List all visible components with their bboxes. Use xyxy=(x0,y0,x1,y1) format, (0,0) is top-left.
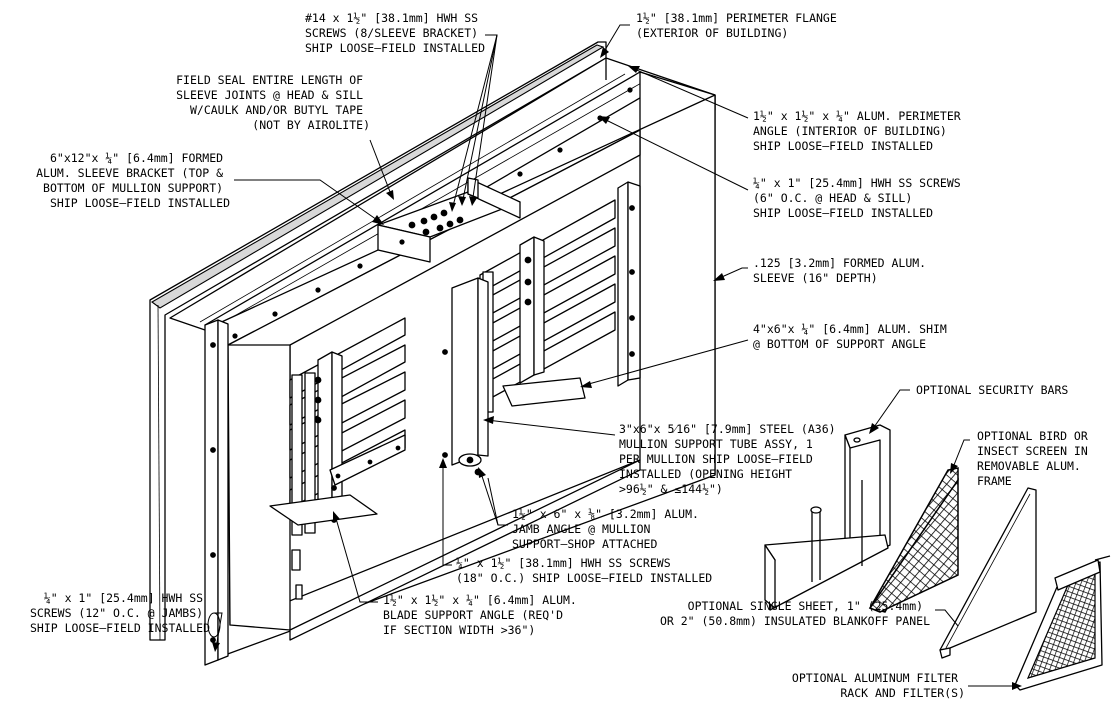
callout-c14: ¼" x 1" [25.4mm] HWH SS SCREWS (12" O.C.… xyxy=(30,591,210,635)
callout-line: IF SECTION WIDTH >36") xyxy=(383,623,535,637)
callout-line: 1½" x 6" x ⅛" [3.2mm] ALUM. xyxy=(512,507,699,521)
callout-line: REMOVABLE ALUM. xyxy=(977,459,1081,473)
callout-line: 1½" x 1½" x ¼" [6.4mm] ALUM. xyxy=(383,593,577,607)
callout-line: SLEEVE (16" DEPTH) xyxy=(753,271,878,285)
callout-c7: .125 [3.2mm] FORMED ALUM. SLEEVE (16" DE… xyxy=(753,256,933,285)
callout-line: PER MULLION SHIP LOOSE–FIELD xyxy=(619,452,813,466)
callout-c2: 1½" [38.1mm] PERIMETER FLANGE (EXTERIOR … xyxy=(636,11,844,40)
jamb-angles-right xyxy=(617,181,641,387)
callout-line: INSECT SCREEN IN xyxy=(977,444,1088,458)
alum-shim-right xyxy=(502,377,586,407)
perimeter-angle-left xyxy=(204,319,229,666)
leader-lines xyxy=(207,24,1022,690)
callout-line: .125 [3.2mm] FORMED ALUM. xyxy=(753,256,926,270)
callout-line: (18" O.C.) SHIP LOOSE–FIELD INSTALLED xyxy=(456,571,712,585)
callout-c12: 1½" x 6" x ⅛" [3.2mm] ALUM. JAMB ANGLE @… xyxy=(512,507,706,551)
callout-c5: 6"x12"x ¼" [6.4mm] FORMED ALUM. SLEEVE B… xyxy=(36,151,230,210)
callout-c1: #14 x 1½" [38.1mm] HWH SS SCREWS (8/SLEE… xyxy=(305,11,485,55)
callout-line: SHIP LOOSE–FIELD INSTALLED xyxy=(753,139,933,153)
callout-line: @ BOTTOM OF SUPPORT ANGLE xyxy=(753,337,926,351)
perimeter-screws-top xyxy=(232,87,633,339)
callout-line: 6"x12"x ¼" [6.4mm] FORMED xyxy=(50,151,223,165)
callout-line: 1½" [38.1mm] PERIMETER FLANGE xyxy=(636,11,837,25)
callout-line: ¼" x 1" [25.4mm] HWH SS xyxy=(44,591,203,605)
callout-c6: ¼" x 1" [25.4mm] HWH SS SCREWS (6" O.C. … xyxy=(753,176,968,220)
callout-line: BOTTOM OF MULLION SUPPORT) xyxy=(43,181,223,195)
callout-line: SHIP LOOSE–FIELD INSTALLED xyxy=(30,621,210,635)
mullion-support-tube xyxy=(442,277,489,476)
perimeter-flange xyxy=(149,41,607,641)
callout-line: SCREWS (8/SLEEVE BRACKET) xyxy=(305,26,478,40)
callout-c8: 4"x6"x ¼" [6.4mm] ALUM. SHIM @ BOTTOM OF… xyxy=(753,322,954,351)
callout-line: ANGLE (INTERIOR OF BUILDING) xyxy=(753,124,947,138)
callout-line: OPTIONAL BIRD OR xyxy=(977,429,1088,443)
callout-line: SHIP LOOSE–FIELD INSTALLED xyxy=(305,41,485,55)
callout-c10: 3"x6"x 5⁄16" [7.9mm] STEEL (A36) MULLION… xyxy=(619,422,843,496)
callout-line: SLEEVE JOINTS @ HEAD & SILL xyxy=(176,88,363,102)
filter-rack xyxy=(1014,555,1111,691)
callout-line: ¼" x 1½" [38.1mm] HWH SS SCREWS xyxy=(456,556,671,570)
bird-screen xyxy=(868,467,959,613)
callout-line: (EXTERIOR OF BUILDING) xyxy=(636,26,788,40)
callout-line: OPTIONAL ALUMINUM FILTER xyxy=(792,671,958,685)
callout-line: JAMB ANGLE @ MULLION xyxy=(512,522,651,536)
callout-line: ALUM. SLEEVE BRACKET (TOP & xyxy=(36,166,223,180)
callout-line: OPTIONAL SINGLE SHEET, 1" (25.4mm) xyxy=(688,599,923,613)
alum-shim-left xyxy=(269,494,378,526)
callout-line: MULLION SUPPORT TUBE ASSY, 1 xyxy=(619,437,813,451)
blade-support-angle-right xyxy=(519,236,545,384)
callout-c16: OPTIONAL SINGLE SHEET, 1" (25.4mm) OR 2"… xyxy=(660,599,930,628)
security-bars xyxy=(764,424,891,611)
callout-line: 3"x6"x 5⁄16" [7.9mm] STEEL (A36) xyxy=(619,422,836,436)
callout-line: (6" O.C. @ HEAD & SILL) xyxy=(753,191,912,205)
callout-line: 1½" x 1½" x ¼" ALUM. PERIMETER xyxy=(753,109,961,123)
louver-assembly xyxy=(149,41,716,666)
sleeve-inner-bottom xyxy=(289,459,641,641)
blankoff-panel xyxy=(939,487,1037,659)
callout-text: #14 x 1½" [38.1mm] HWH SS SCREWS (8/SLEE… xyxy=(30,11,1095,700)
callout-c13: ¼" x 1½" [38.1mm] HWH SS SCREWS (18" O.C… xyxy=(456,556,712,585)
callout-line: 4"x6"x ¼" [6.4mm] ALUM. SHIM xyxy=(753,322,947,336)
callout-line: INSTALLED (OPENING HEIGHT xyxy=(619,467,792,481)
callout-line: #14 x 1½" [38.1mm] HWH SS xyxy=(305,11,478,25)
callout-line: SHIP LOOSE–FIELD INSTALLED xyxy=(50,196,230,210)
callout-line: FIELD SEAL ENTIRE LENGTH OF xyxy=(176,73,363,87)
callout-line: (NOT BY AIROLITE) xyxy=(252,118,370,132)
callout-line: OR 2" (50.8mm) INSULATED BLANKOFF PANEL xyxy=(660,614,930,628)
callout-c4: 1½" x 1½" x ¼" ALUM. PERIMETER ANGLE (IN… xyxy=(753,109,968,153)
callout-line: ¼" x 1" [25.4mm] HWH SS SCREWS xyxy=(753,176,961,190)
callout-line: BLADE SUPPORT ANGLE (REQ'D xyxy=(383,608,563,622)
callout-c15: 1½" x 1½" x ¼" [6.4mm] ALUM. BLADE SUPPO… xyxy=(383,593,584,637)
callout-line: FRAME xyxy=(977,474,1012,488)
callout-line: SUPPORT–SHOP ATTACHED xyxy=(512,537,657,551)
callout-line: SHIP LOOSE–FIELD INSTALLED xyxy=(753,206,933,220)
bottom-angle-left xyxy=(329,434,406,486)
callout-line: W/CAULK AND/OR BUTYL TAPE xyxy=(190,103,363,117)
sleeve-inner-left xyxy=(227,344,291,631)
callout-line: RACK AND FILTER(S) xyxy=(840,686,965,700)
callout-line: SCREWS (12" O.C. @ JAMBS) xyxy=(30,606,203,620)
callout-c11: OPTIONAL BIRD OR INSECT SCREEN IN REMOVA… xyxy=(977,429,1095,488)
callout-line: >96½" & ≤144½") xyxy=(619,482,723,496)
callout-c3: FIELD SEAL ENTIRE LENGTH OF SLEEVE JOINT… xyxy=(176,73,370,132)
callout-c9: OPTIONAL SECURITY BARS xyxy=(916,383,1068,397)
callout-c17: OPTIONAL ALUMINUM FILTER RACK AND FILTER… xyxy=(792,671,965,700)
callout-line: OPTIONAL SECURITY BARS xyxy=(916,383,1068,397)
